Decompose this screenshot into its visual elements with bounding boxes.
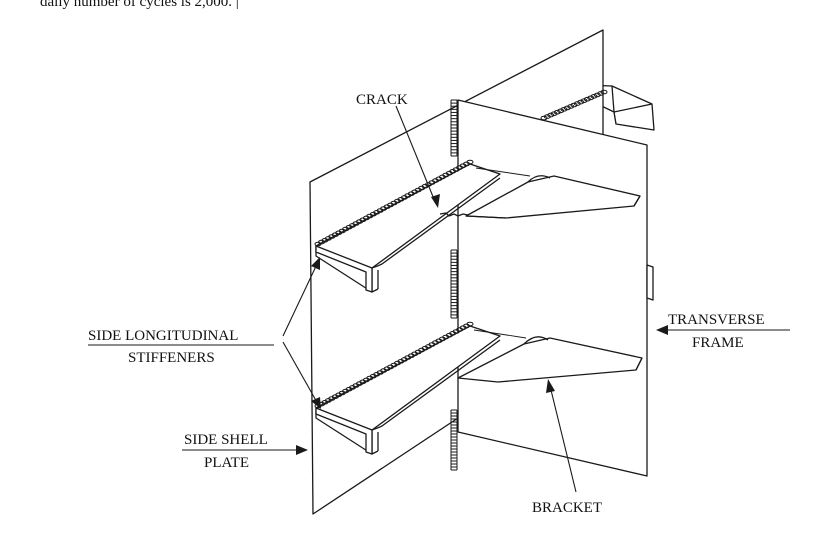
crack-mark [439, 212, 469, 217]
vertical-weld-upper [450, 99, 458, 157]
vertical-weld-lower [450, 409, 458, 471]
upper-bracket [465, 167, 641, 219]
bracket-arrowhead [546, 379, 555, 393]
transverse-arrowhead [656, 325, 668, 335]
lower-longitudinal-stiffener [315, 325, 501, 455]
crack-arrowhead [431, 194, 440, 208]
side-shell-arrowhead [296, 445, 308, 455]
frame-edge-tab [646, 264, 654, 301]
bracket-leader-line [549, 385, 577, 493]
crack-label: CRACK [356, 92, 408, 108]
stiffener-arrowhead-lower [311, 397, 321, 409]
transverse-label-line1: TRANSVERSE [668, 312, 765, 328]
stiffener-leader-upper [282, 261, 319, 337]
lower-bracket [457, 329, 643, 383]
stiffener-arrowhead-upper [311, 257, 320, 270]
bracket-label: BRACKET [532, 500, 602, 516]
side-shell-label-line2: PLATE [204, 455, 249, 471]
caption-text: daily number of cycles is 2,000. | [40, 0, 239, 10]
stiffener-leader-lower [282, 341, 319, 405]
side-shell-label-line1: SIDE SHELL [184, 432, 268, 448]
lower-stiffener-weld [314, 321, 474, 409]
vertical-weld-middle [450, 249, 458, 319]
transverse-frame [457, 99, 648, 477]
side-longitudinal-label-line1: SIDE LONGITUDINAL [88, 328, 238, 344]
side-longitudinal-label-line2: STIFFENERS [128, 350, 215, 366]
crack-leader-line [395, 105, 437, 205]
transverse-label-line2: FRAME [692, 335, 744, 351]
top-weld-bead [540, 89, 608, 121]
upper-stiffener-weld [314, 159, 474, 247]
